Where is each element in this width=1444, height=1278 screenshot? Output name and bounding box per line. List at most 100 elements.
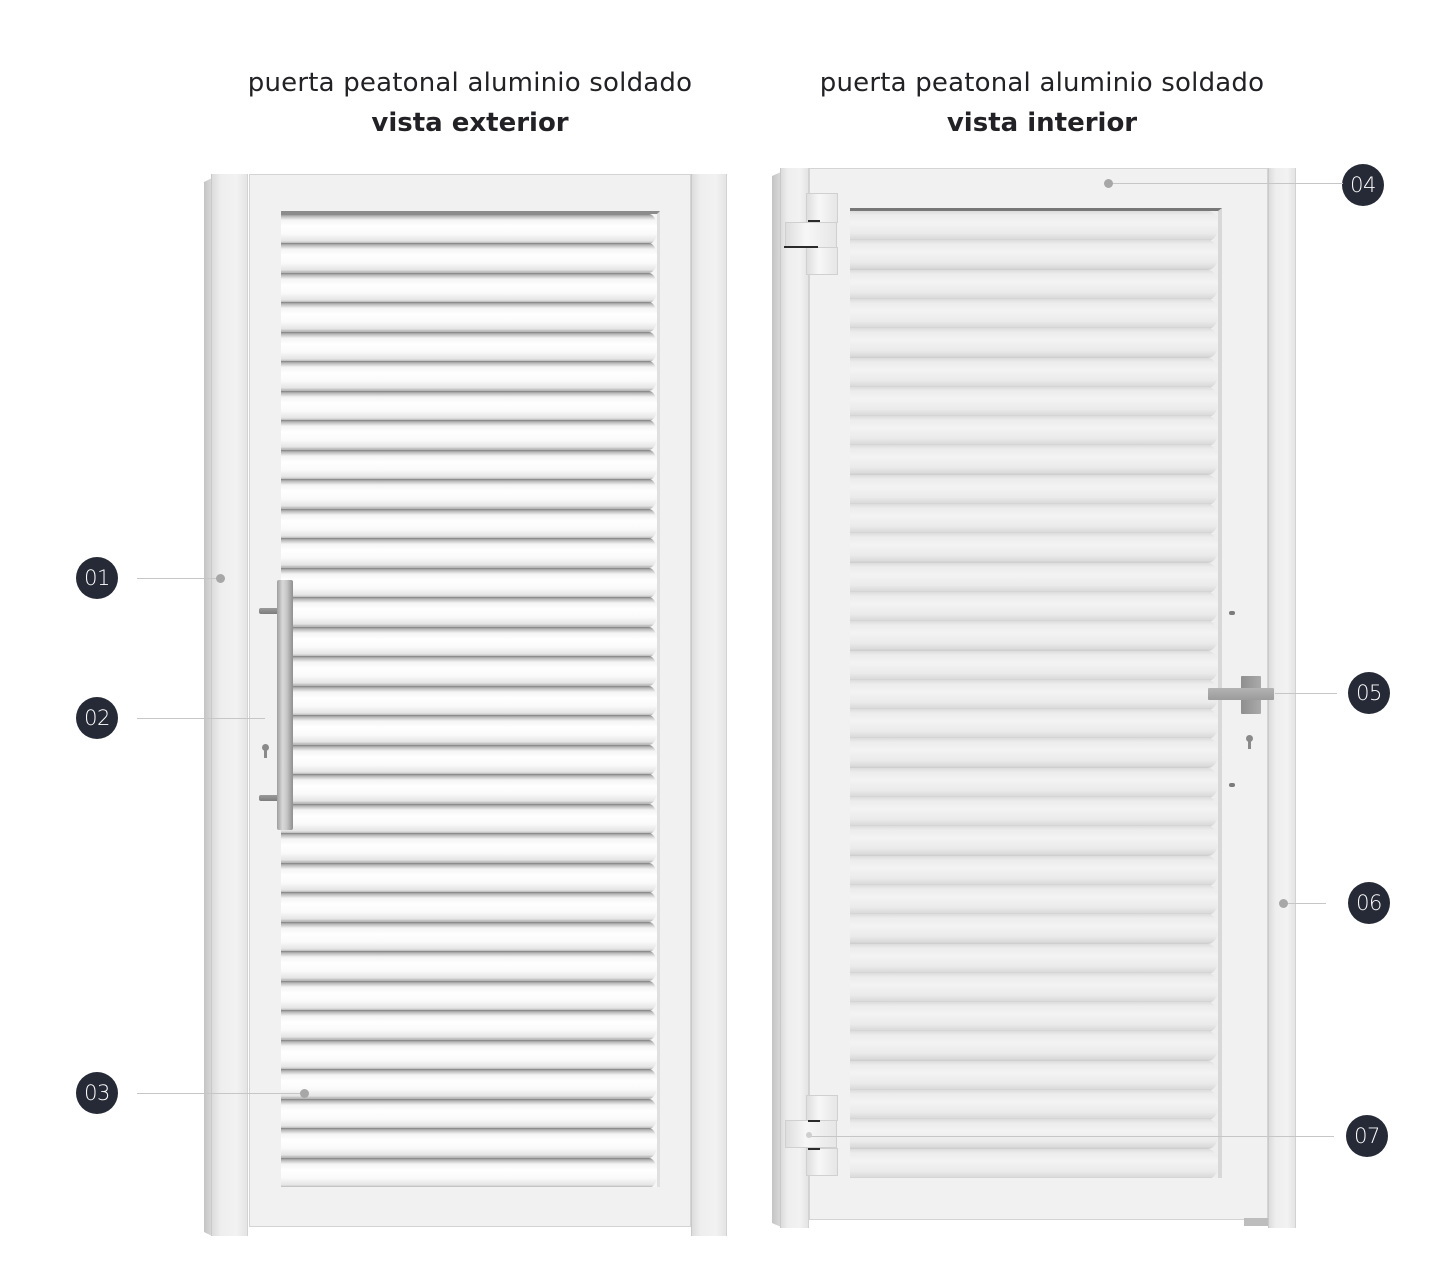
louver-slat xyxy=(281,420,657,451)
louver-slat xyxy=(281,243,657,274)
louver-slat xyxy=(281,1069,657,1100)
louver-slat xyxy=(281,331,657,362)
louver-slat xyxy=(850,416,1218,447)
title-interior-line1: puerta peatonal aluminio soldado xyxy=(819,68,1265,98)
callout-leader-02 xyxy=(137,718,265,719)
keyhole-icon-interior xyxy=(1246,735,1253,749)
hinge-gap xyxy=(808,1120,820,1122)
louver-slat xyxy=(281,951,657,982)
louver-slat xyxy=(281,715,657,746)
louver-slat xyxy=(850,1090,1218,1121)
louver-slat xyxy=(281,1098,657,1129)
callout-badge-02: 02 xyxy=(76,697,118,739)
louver-slat xyxy=(850,1002,1218,1033)
louver-slat xyxy=(281,390,657,421)
frame-post-right xyxy=(691,174,727,1236)
louver-slat xyxy=(281,361,657,392)
louver-slat xyxy=(850,621,1218,652)
louver-slat xyxy=(850,1060,1218,1091)
hinge-gap xyxy=(784,246,818,248)
louver-slat xyxy=(281,1039,657,1070)
hinge-bottom-lower xyxy=(806,1148,838,1176)
louver-slat xyxy=(850,826,1218,857)
hinge-bottom-upper xyxy=(806,1095,838,1121)
louver-slat xyxy=(281,892,657,923)
louver-slat xyxy=(850,591,1218,622)
callout-badge-04: 04 xyxy=(1342,164,1384,206)
handle-standoff-bottom xyxy=(259,795,281,801)
louver-slat xyxy=(281,862,657,893)
louver-slat xyxy=(281,449,657,480)
title-exterior-line1: puerta peatonal aluminio soldado xyxy=(247,68,693,98)
callout-badge-06: 06 xyxy=(1348,882,1390,924)
title-interior-line2: vista interior xyxy=(946,108,1138,138)
frame-post-left-side-interior xyxy=(772,172,781,1227)
louver-slat xyxy=(281,685,657,716)
louver-slat xyxy=(850,298,1218,329)
keyhole-icon xyxy=(262,744,269,758)
louver-slat xyxy=(850,269,1218,300)
louver-slat xyxy=(281,1010,657,1041)
louver-slat xyxy=(850,562,1218,593)
hinge-top-upper xyxy=(806,193,838,223)
louver-slat xyxy=(281,656,657,687)
louver-slat xyxy=(850,328,1218,359)
callout-dot-07 xyxy=(806,1132,812,1138)
louver-slat xyxy=(850,855,1218,886)
louver-slat xyxy=(281,774,657,805)
frame-post-left-side xyxy=(204,178,212,1236)
hinge-gap xyxy=(808,1148,820,1150)
louver-slat xyxy=(850,914,1218,945)
louver-slat xyxy=(850,445,1218,476)
title-interior: puerta peatonal aluminio soldado vista i… xyxy=(762,63,1322,143)
louver-slat xyxy=(281,272,657,303)
callout-dot-03 xyxy=(300,1089,309,1098)
louver-slat xyxy=(850,972,1218,1003)
louver-slat xyxy=(850,767,1218,798)
louver-slat xyxy=(850,709,1218,740)
callout-leader-07 xyxy=(810,1136,1334,1137)
louver-slat xyxy=(281,214,657,244)
louver-panel-interior xyxy=(850,208,1222,1178)
callout-badge-07: 07 xyxy=(1346,1115,1388,1157)
callout-leader-03 xyxy=(137,1093,305,1094)
louver-slat xyxy=(281,1128,657,1159)
louver-slat xyxy=(281,597,657,628)
louver-slat xyxy=(850,738,1218,769)
screw-top xyxy=(1229,611,1235,615)
title-exterior: puerta peatonal aluminio soldado vista e… xyxy=(190,63,750,143)
louver-slat xyxy=(281,803,657,834)
louver-slat xyxy=(850,884,1218,915)
callout-dot-01 xyxy=(216,574,225,583)
louver-slat xyxy=(281,1157,657,1187)
floor-stop xyxy=(1244,1218,1268,1226)
louver-slat xyxy=(281,833,657,864)
louver-slat xyxy=(850,943,1218,974)
frame-post-left-interior xyxy=(780,168,809,1228)
louver-slat xyxy=(850,386,1218,417)
louver-slat xyxy=(281,479,657,510)
hinge-top-lower xyxy=(806,247,838,275)
callout-badge-05: 05 xyxy=(1348,672,1390,714)
louver-slat xyxy=(850,533,1218,564)
frame-post-left xyxy=(211,174,248,1236)
callout-dot-06 xyxy=(1279,899,1288,908)
callout-leader-01 xyxy=(137,578,221,579)
louver-slat xyxy=(281,626,657,657)
louver-slat xyxy=(281,508,657,539)
louver-panel-exterior xyxy=(281,211,660,1187)
louver-slat xyxy=(281,980,657,1011)
louver-slat xyxy=(281,921,657,952)
louver-slat xyxy=(850,504,1218,535)
hinge-gap xyxy=(808,220,820,222)
louver-slat xyxy=(281,302,657,333)
pull-handle xyxy=(277,580,293,830)
louver-slat xyxy=(850,650,1218,681)
louver-slat xyxy=(850,211,1218,241)
louver-slat xyxy=(850,1119,1218,1150)
louver-slat xyxy=(850,797,1218,828)
louver-slat xyxy=(281,567,657,598)
callout-badge-01: 01 xyxy=(76,557,118,599)
louver-slat xyxy=(850,357,1218,388)
louver-slat xyxy=(850,679,1218,710)
